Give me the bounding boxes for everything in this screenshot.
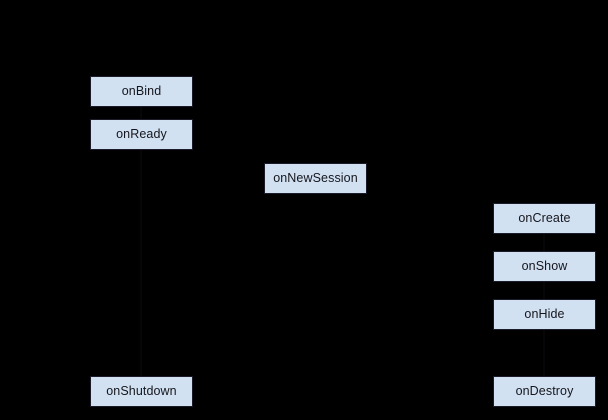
node-label-onReady: onReady <box>116 127 167 142</box>
node-onCreate[interactable]: onCreate <box>493 203 596 234</box>
node-label-onShow: onShow <box>521 259 568 274</box>
node-onReady[interactable]: onReady <box>90 119 193 150</box>
node-label-onShutdown: onShutdown <box>106 384 177 399</box>
node-onNewSession[interactable]: onNewSession <box>264 163 367 194</box>
node-onHide[interactable]: onHide <box>493 299 596 330</box>
node-label-onDestroy: onDestroy <box>515 384 574 399</box>
node-onShutdown[interactable]: onShutdown <box>90 376 193 407</box>
node-onShow[interactable]: onShow <box>493 251 596 282</box>
node-onBind[interactable]: onBind <box>90 76 193 107</box>
node-label-onHide: onHide <box>524 307 565 322</box>
node-label-onNewSession: onNewSession <box>273 171 358 186</box>
node-label-onBind: onBind <box>121 84 162 99</box>
node-label-onCreate: onCreate <box>518 211 571 226</box>
node-onDestroy[interactable]: onDestroy <box>493 376 596 407</box>
